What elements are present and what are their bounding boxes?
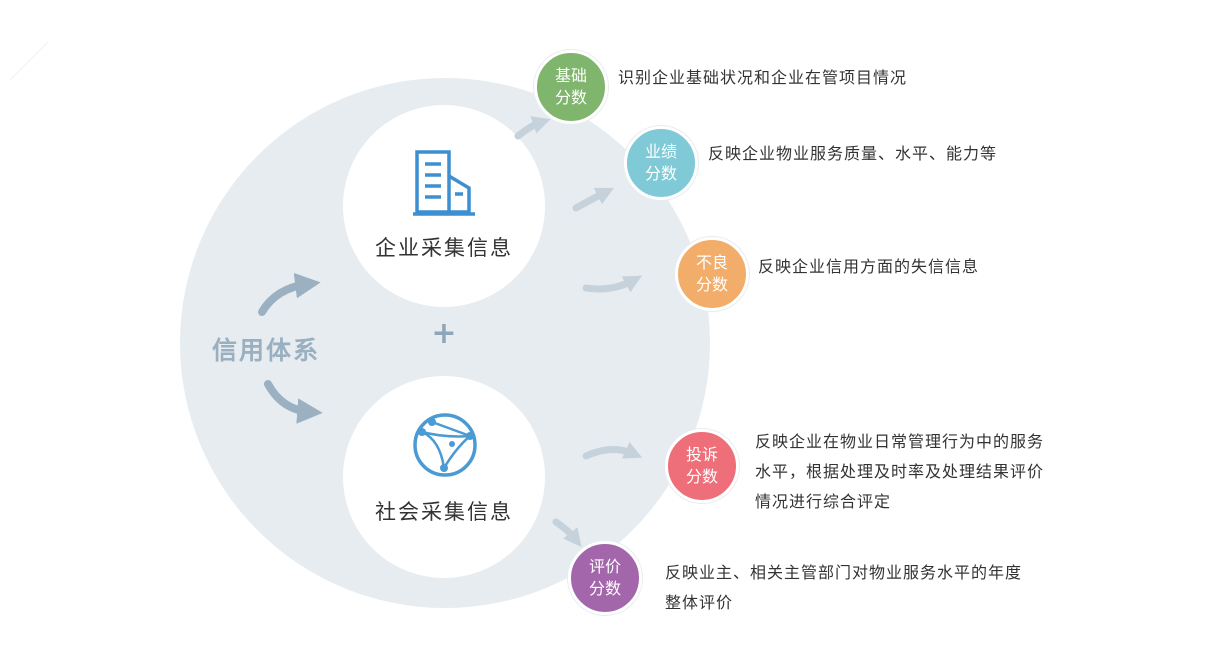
- society-info-circle: 社会采集信息: [343, 376, 545, 578]
- description-line: 情况进行综合评定: [755, 492, 892, 511]
- arrow-to-performance-score: [572, 187, 615, 212]
- bad-score-badge: 不良 分数: [675, 237, 749, 311]
- description-line: 反映企业在物业日常管理行为中的服务: [755, 432, 1045, 451]
- description-line: 反映业主、相关主管部门对物业服务水平的年度: [665, 563, 1023, 582]
- description-line: 反映企业信用方面的失信信息: [758, 257, 980, 276]
- performance-score-line2: 分数: [644, 164, 677, 183]
- basic-score-badge: 基础 分数: [534, 50, 608, 124]
- evaluation-score-badge: 评价 分数: [568, 541, 642, 615]
- basic-score-line2: 分数: [554, 88, 587, 107]
- description-line: 反映企业物业服务质量、水平、能力等: [708, 144, 998, 163]
- description-line: 识别企业基础状况和企业在管项目情况: [618, 68, 908, 87]
- complaint-score-line2: 分数: [685, 467, 718, 486]
- bad-score-description: 反映企业信用方面的失信信息: [758, 252, 979, 282]
- arrow-to-society: [264, 380, 323, 424]
- arrow-to-bad-score: [582, 275, 642, 293]
- evaluation-score-line2: 分数: [588, 579, 621, 598]
- performance-score-description: 反映企业物业服务质量、水平、能力等: [708, 139, 997, 169]
- enterprise-info-label: 企业采集信息: [375, 236, 513, 260]
- basic-score-line1: 基础: [554, 66, 587, 85]
- performance-score-badge: 业绩 分数: [624, 126, 698, 200]
- arrow-to-complaint-score: [582, 441, 643, 460]
- bad-score-line1: 不良: [695, 253, 728, 272]
- description-line: 整体评价: [665, 593, 734, 612]
- performance-score-line1: 业绩: [644, 142, 677, 161]
- bad-score-line2: 分数: [695, 275, 728, 294]
- complaint-score-line1: 投诉: [685, 445, 718, 464]
- complaint-score-badge: 投诉 分数: [665, 429, 739, 503]
- plus-sign: +: [431, 316, 457, 351]
- network-globe-icon: [413, 413, 477, 477]
- corner-decoration: [9, 41, 49, 81]
- description-line: 水平，根据处理及时率及处理结果评价: [755, 462, 1045, 481]
- basic-score-description: 识别企业基础状况和企业在管项目情况: [618, 63, 907, 93]
- credit-system-label: 信用体系: [212, 336, 321, 365]
- arrow-to-evaluation-score: [552, 518, 582, 548]
- evaluation-score-description: 反映业主、相关主管部门对物业服务水平的年度 整体评价: [665, 558, 1022, 618]
- arrow-to-enterprise: [258, 272, 321, 316]
- evaluation-score-line1: 评价: [588, 557, 621, 576]
- arrow-to-basic-score: [514, 116, 551, 140]
- enterprise-info-circle: 企业采集信息: [343, 105, 545, 307]
- building-icon: [413, 150, 475, 216]
- society-info-label: 社会采集信息: [375, 500, 513, 524]
- complaint-score-description: 反映企业在物业日常管理行为中的服务 水平，根据处理及时率及处理结果评价 情况进行…: [755, 427, 1044, 517]
